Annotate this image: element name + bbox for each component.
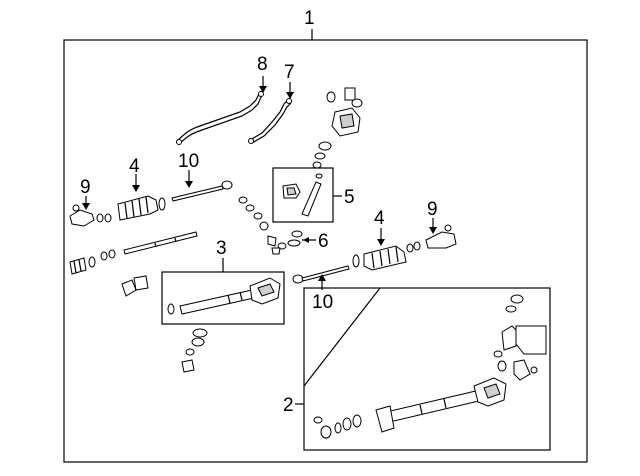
- arrow-10-bottom: [318, 274, 326, 281]
- control-valve-5: [282, 173, 323, 217]
- bellows-boot-left: [117, 195, 166, 221]
- arrow-4-right: [377, 239, 385, 246]
- valve-housing-parts: [312, 87, 363, 169]
- callout-9-right: 9: [427, 199, 438, 220]
- callout-4-left: 4: [129, 156, 140, 177]
- adjuster-parts: [181, 328, 208, 373]
- outer-tie-rod-end-right: [425, 224, 457, 249]
- outer-tie-rod-end-left: [69, 204, 112, 227]
- valve-body-parts: [493, 294, 547, 381]
- callout-6: 6: [318, 231, 329, 252]
- rack-housing-3: [167, 277, 281, 315]
- rack-shaft: [100, 231, 198, 261]
- small-seals-chain: [238, 196, 281, 255]
- callout-5: 5: [344, 187, 355, 208]
- assembly-frame: [63, 39, 588, 463]
- arrow-9-left: [82, 203, 90, 210]
- item-2-box: [303, 287, 551, 451]
- rack-bushing-set: [69, 256, 96, 275]
- callout-3: 3: [216, 238, 227, 259]
- callout-1: 1: [304, 8, 315, 29]
- pressure-line-8: [176, 91, 264, 145]
- callout-10-bottom: 10: [312, 292, 333, 313]
- callout-8: 8: [257, 54, 268, 75]
- arrow-7: [286, 92, 294, 99]
- leader-2-diag: [303, 287, 381, 387]
- inner-tie-rod-left: [171, 180, 233, 202]
- gear-assembly-2: [313, 377, 507, 439]
- callout-4-right: 4: [374, 208, 385, 229]
- arrow-9-right: [429, 227, 437, 234]
- bellows-boot-right: [352, 241, 421, 271]
- arrow-8: [259, 86, 267, 93]
- callout-2: 2: [283, 395, 294, 416]
- callout-9-left: 9: [80, 177, 91, 198]
- pressure-line-7: [248, 98, 292, 144]
- arrow-10-top: [185, 181, 193, 188]
- mounting-brackets: [121, 275, 149, 297]
- arrow-4-left: [132, 185, 140, 192]
- arrow-6: [303, 237, 309, 243]
- item-5-box: [272, 167, 334, 223]
- inner-tie-rod-right: [292, 265, 350, 284]
- seal-kit-6: [277, 230, 303, 250]
- callout-7: 7: [284, 62, 295, 83]
- callout-10-top: 10: [178, 151, 199, 172]
